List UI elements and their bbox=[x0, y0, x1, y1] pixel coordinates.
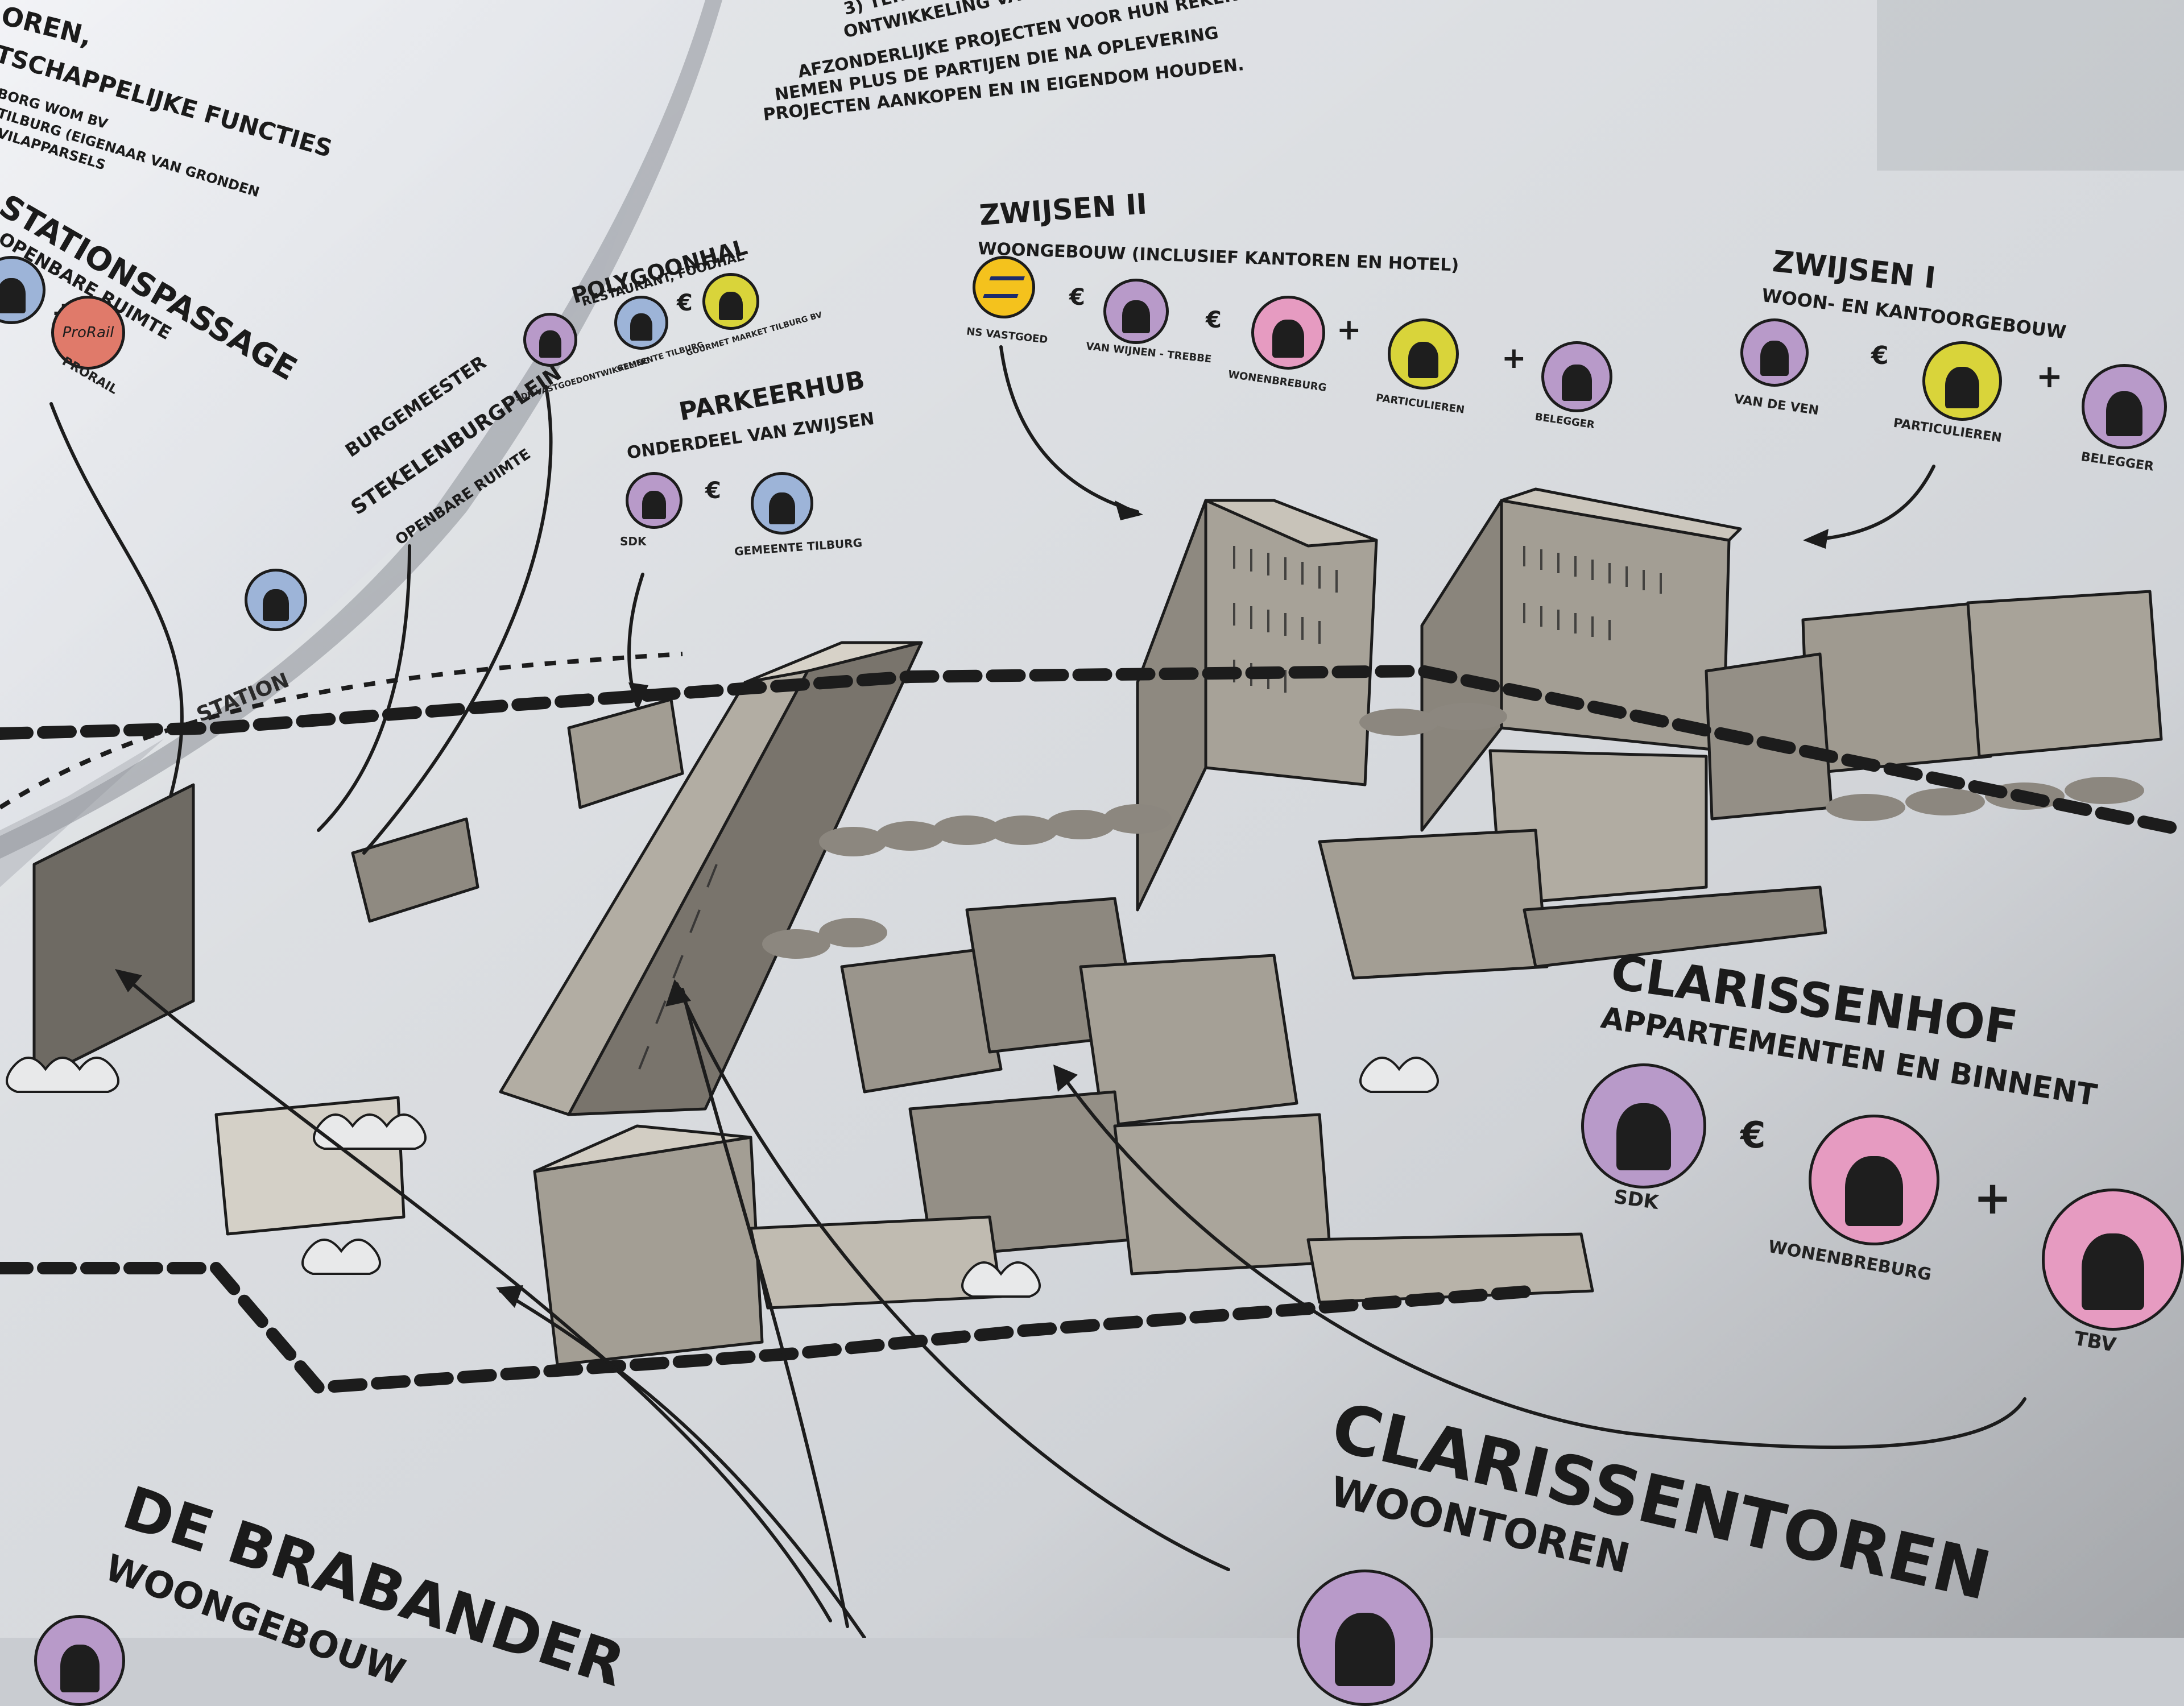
badge-zwijsen1-vandeven bbox=[1740, 318, 1809, 387]
photo-scene: OREN, TSCHAPPELIJKE FUNCTIES BORG WOM BV… bbox=[0, 0, 2184, 1638]
badge-brabander bbox=[34, 1615, 125, 1706]
badge-zwijsen2-wonenbreburg bbox=[1251, 296, 1325, 370]
building-low-right bbox=[1308, 1234, 1592, 1302]
building-right-a bbox=[1803, 603, 1991, 773]
zwijsen2-euro-1: € bbox=[1069, 284, 1085, 310]
badge-parkeerhub-sdk bbox=[626, 472, 682, 529]
badge-polygoonhal-gourmet bbox=[702, 273, 759, 330]
building-right-b bbox=[1968, 591, 2161, 756]
parkeerhub-euro: € bbox=[705, 478, 721, 504]
polygoonhal-euro: € bbox=[677, 290, 693, 316]
building-brabander bbox=[535, 1137, 762, 1365]
clarissenhof-plus: + bbox=[1974, 1171, 2012, 1224]
badge-zwijsen1-particulieren bbox=[1922, 341, 2002, 421]
zwijsen2-plus-1: + bbox=[1337, 313, 1362, 347]
badge-zwijsen2-vanwijnen bbox=[1103, 279, 1169, 344]
badge-clarissenhof-wonenbreburg bbox=[1809, 1115, 1939, 1245]
clarissenhof-euro: € bbox=[1740, 1115, 1766, 1157]
building-clarissenhof-b bbox=[1320, 830, 1547, 978]
badge-zwijsen1-belegger bbox=[2082, 364, 2167, 449]
badge-clarissenhof-tbv bbox=[2042, 1189, 2184, 1331]
ns-logo-icon bbox=[973, 256, 1035, 318]
badge-polygoonhal-sdk bbox=[523, 313, 577, 367]
badge-zwijsen2-belegger bbox=[1541, 341, 1612, 412]
building-mid-e bbox=[1115, 1115, 1331, 1274]
badge-parkeerhub-gemeente bbox=[751, 472, 813, 535]
badge-burgemeester bbox=[245, 569, 307, 631]
zwijsen1-plus: + bbox=[2036, 358, 2063, 395]
zwijsen2-plus-2: + bbox=[1502, 341, 1527, 375]
badge-clarissenhof-sdk bbox=[1581, 1063, 1706, 1189]
parkeerhub-partner-1: SDK bbox=[620, 535, 647, 548]
badge-zwijsen2-particulieren bbox=[1388, 318, 1459, 390]
badge-clarissentoren bbox=[1297, 1570, 1433, 1706]
zwijsen2-euro-2: € bbox=[1206, 307, 1222, 333]
zwijsen1-euro: € bbox=[1871, 341, 1889, 370]
badge-polygoonhal-gemeente bbox=[614, 296, 668, 350]
prorail-logo-badge: ProRail bbox=[51, 296, 125, 370]
